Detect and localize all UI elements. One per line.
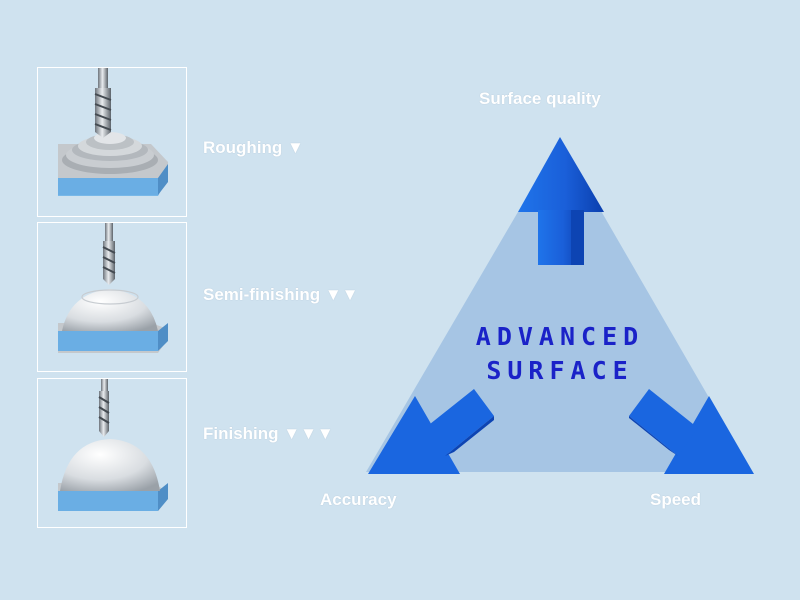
surface-text: SURFACE [486, 356, 634, 385]
speed-arrow [629, 389, 754, 474]
finishing-panel [37, 378, 187, 528]
finishing-label: Finishing ▼▼▼ [203, 424, 334, 443]
roughing-panel [37, 67, 187, 217]
accuracy-label: Accuracy [320, 490, 397, 509]
finishing-illustration [58, 379, 168, 511]
semi-finishing-illustration [58, 223, 168, 353]
accuracy-arrow [368, 389, 494, 474]
semi-finishing-panel [37, 222, 187, 372]
triangle-background [366, 140, 752, 472]
surface-quality-label: Surface quality [479, 89, 601, 108]
semi-finishing-label: Semi-finishing ▼▼ [203, 285, 359, 304]
speed-label: Speed [650, 490, 702, 509]
roughing-label: Roughing ▼ [203, 138, 304, 157]
roughing-illustration [58, 68, 168, 196]
advanced-text: ADVANCED [475, 322, 645, 351]
surface-quality-arrow [518, 137, 604, 265]
